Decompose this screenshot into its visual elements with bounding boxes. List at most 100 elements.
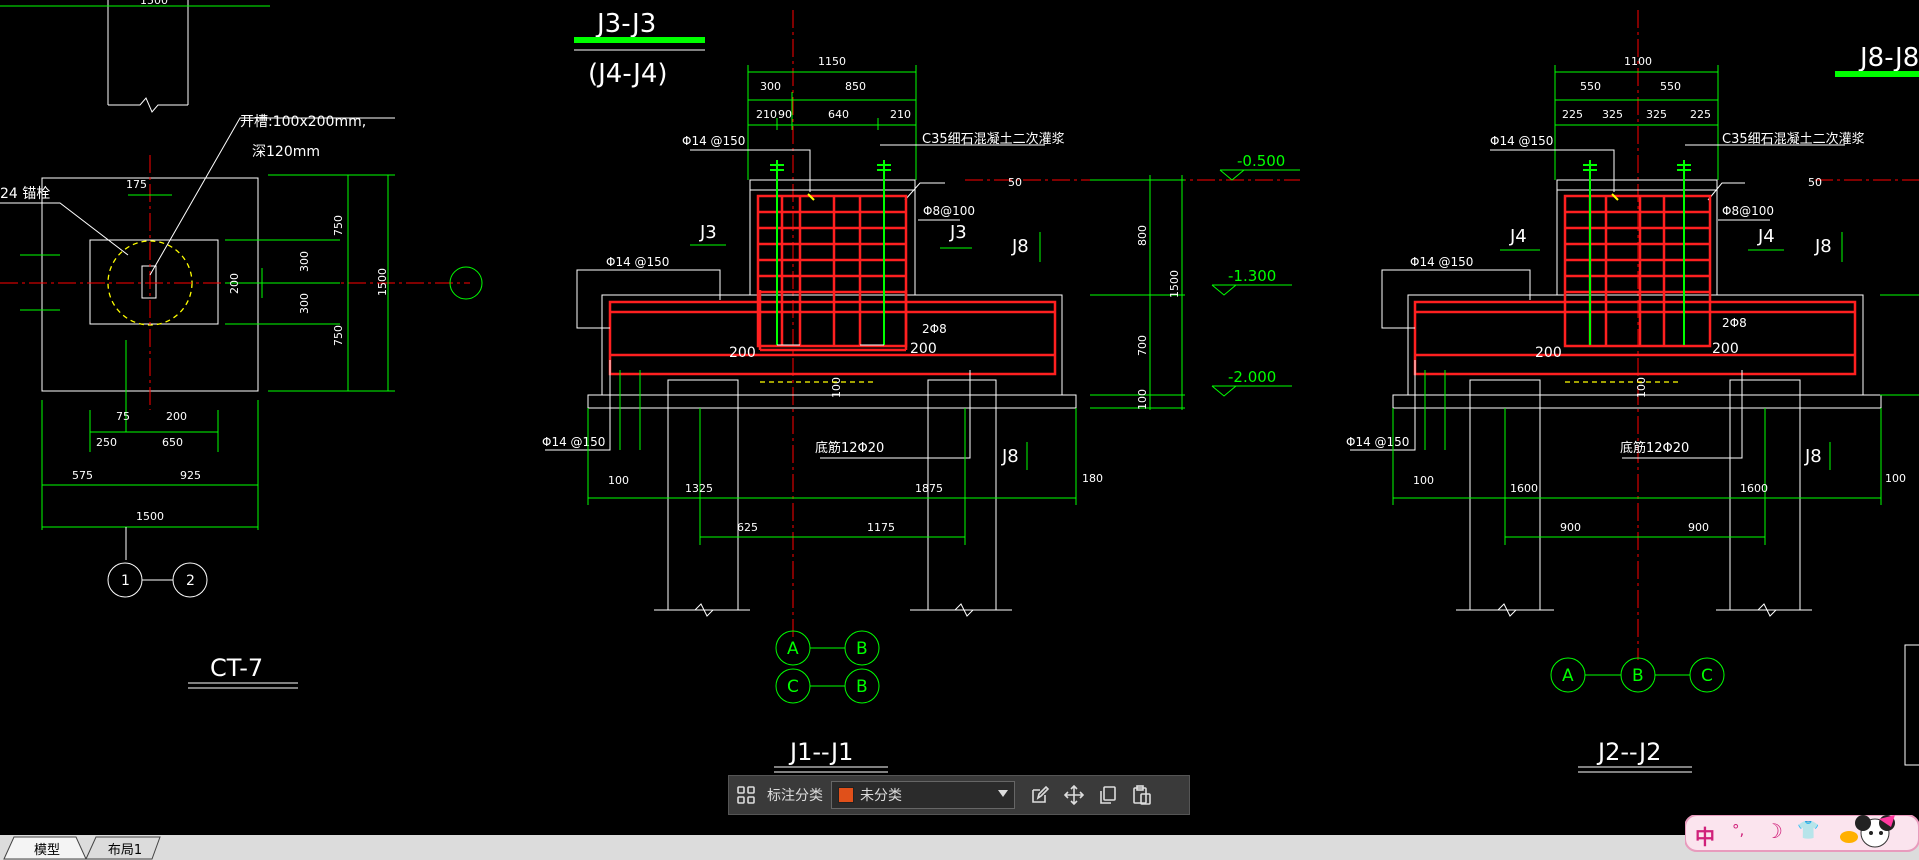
j1-side-dim: 100	[1136, 389, 1149, 410]
ct7-depth-annotation: 深120mm	[252, 144, 320, 160]
j2-label: 200	[1535, 345, 1562, 361]
grid-icon[interactable]	[729, 778, 763, 812]
j2-label: 1600	[1740, 482, 1768, 495]
ime-mode[interactable]: 中	[1695, 825, 1715, 849]
j1-label: 200	[910, 341, 937, 357]
j2-label: Φ8@100	[1722, 204, 1774, 218]
j1-section: J3-J3 (J4-J4) Φ14 @150 C35细石混凝土二次灌浆 Φ8@1…	[542, 9, 1300, 773]
j2-label: Φ14 @150	[1410, 255, 1473, 269]
ct7-dim: 650	[162, 436, 183, 449]
j1-label: 625	[737, 521, 758, 534]
category-color-swatch	[838, 787, 854, 803]
ct7-dim: 925	[180, 469, 201, 482]
shirt-icon[interactable]: 👕	[1797, 820, 1820, 841]
j2-label: 2Φ8	[1722, 316, 1747, 330]
j1-level: -2.000	[1228, 368, 1276, 386]
chevron-down-icon	[998, 790, 1008, 797]
ct7-bolt-annotation: 24 锚栓	[0, 186, 50, 202]
j2-label: 900	[1688, 521, 1709, 534]
cad-model-space[interactable]: .w { stroke:#fff; stroke-width:1; fill:n…	[0, 0, 1919, 835]
tab-model[interactable]: 模型	[33, 842, 60, 858]
j1-axis-bubble: B	[856, 639, 868, 659]
ct7-axis-bubble: 1	[121, 573, 130, 589]
annotation-toolbar: 标注分类 未分类	[728, 775, 1190, 815]
move-icon[interactable]	[1057, 778, 1091, 812]
paste-icon[interactable]	[1125, 778, 1159, 812]
j2-dim: 550	[1580, 80, 1601, 93]
j2-label: J8	[1804, 446, 1822, 467]
j1-mark: 50	[1008, 176, 1022, 189]
ct7-dim: 1500	[140, 0, 168, 7]
category-select-value: 未分类	[860, 788, 902, 804]
j2-header: J8-J8	[1858, 43, 1919, 73]
j1-label: J3	[949, 222, 967, 243]
j2-label: Φ14 @150	[1490, 134, 1553, 148]
ct7-dim: 1500	[376, 268, 389, 296]
ime-punct[interactable]: °,	[1732, 821, 1745, 839]
j1-header2: (J4-J4)	[588, 59, 668, 89]
j1-label: Φ14 @150	[542, 435, 605, 449]
toolbar-label: 标注分类	[767, 788, 823, 804]
j2-label: 900	[1560, 521, 1581, 534]
j1-level: -0.500	[1237, 152, 1285, 170]
j2-label: J4	[1757, 226, 1775, 247]
j2-dim: 1100	[1624, 55, 1652, 68]
j1-label: J8	[1011, 236, 1029, 257]
j2-section: J8-J8 1100 550 550 225 325 325 225 Φ14 @…	[1346, 10, 1919, 773]
j1-label: 200	[729, 345, 756, 361]
ct7-dim: 200	[228, 273, 241, 294]
j1-dim: 300	[760, 80, 781, 93]
j1-side-dim: 700	[1136, 335, 1149, 356]
j2-label: 底筋12Φ20	[1620, 440, 1689, 456]
j1-dim: 210	[890, 108, 911, 121]
ct7-dim: 300	[298, 251, 311, 272]
ct7-dim: 575	[72, 469, 93, 482]
copy-icon[interactable]	[1091, 778, 1125, 812]
j2-label: 100	[1413, 474, 1434, 487]
ct7-plan	[0, 0, 483, 689]
tab-shapes	[3, 836, 161, 860]
j1-label: Φ14 @150	[606, 255, 669, 269]
j1-label: J3	[699, 222, 717, 243]
ct7-dim: 200	[166, 410, 187, 423]
j2-label: J8	[1814, 236, 1832, 257]
j1-header: J3-J3	[595, 9, 656, 39]
j1-label: 底筋12Φ20	[815, 440, 884, 456]
moon-icon[interactable]: ☽	[1765, 819, 1783, 843]
j2-axis-bubble: A	[1562, 666, 1574, 686]
j1-label: 100	[830, 377, 843, 398]
j2-axis-bubble: B	[1632, 666, 1644, 686]
j1-dim: 850	[845, 80, 866, 93]
j2-label: 100	[1885, 472, 1906, 485]
j1-label: Φ14 @150	[682, 134, 745, 148]
j1-dim: 90	[778, 108, 792, 121]
j1-level: -1.300	[1228, 267, 1276, 285]
j2-dim: 225	[1690, 108, 1711, 121]
j2-label: 100	[1635, 377, 1648, 398]
j2-label: Φ14 @150	[1346, 435, 1409, 449]
j1-label: Φ8@100	[923, 204, 975, 218]
j1-label: 1875	[915, 482, 943, 495]
j1-axis-bubble: A	[787, 639, 799, 659]
edit-icon[interactable]	[1023, 778, 1057, 812]
j1-side-dim: 800	[1136, 225, 1149, 246]
j2-dim: 225	[1562, 108, 1583, 121]
ct7-slot-annotation: 开槽:100x200mm,	[240, 114, 366, 130]
j2-dim: 325	[1646, 108, 1667, 121]
j2-axis-bubble: C	[1701, 666, 1713, 686]
j1-label: 1175	[867, 521, 895, 534]
ct7-dim: 175	[126, 178, 147, 191]
ct7-dim: 750	[332, 215, 345, 236]
ct7-axis-bubble: 2	[186, 573, 195, 589]
j1-side-dim: 1500	[1168, 270, 1181, 298]
j1-title: J1--J1	[788, 738, 853, 766]
j1-label: 180	[1082, 472, 1103, 485]
j1-label: J8	[1001, 446, 1019, 467]
ct7-dim: 750	[332, 325, 345, 346]
j2-title: J2--J2	[1596, 738, 1661, 766]
category-select[interactable]: 未分类	[831, 781, 1015, 809]
j2-label: 200	[1712, 341, 1739, 357]
tab-layout1[interactable]: 布局1	[107, 842, 143, 858]
j1-label: 2Φ8	[922, 322, 947, 336]
ime-status-bar[interactable]: 中 °, ☽ 👕	[1685, 815, 1919, 853]
